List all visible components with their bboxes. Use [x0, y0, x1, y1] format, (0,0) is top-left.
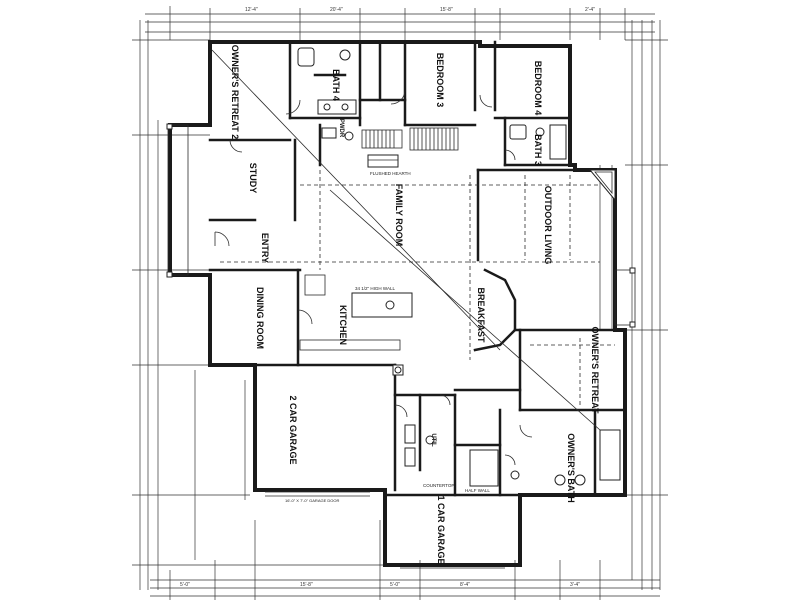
room-kitchen: KITCHEN: [338, 305, 348, 345]
garage-doors: [265, 491, 505, 569]
outdoor-fireplace: [588, 169, 616, 202]
room-1-car-garage: 1 CAR GARAGE: [436, 495, 446, 564]
room-util: UTIL: [430, 433, 436, 447]
dimension-lines: [132, 6, 668, 600]
bottom-dimensions: 5'-0" 15'-8" 5'-0" 8'-4" 3'-4": [180, 582, 580, 588]
dim-top-1: 12'-4": [245, 7, 258, 13]
room-study: STUDY: [248, 163, 258, 194]
dim-bottom-2: 15'-8": [300, 582, 313, 588]
room-owners-retreat-2: OWNER'S RETREAT 2: [230, 45, 240, 139]
dim-top-4: 2'-4": [585, 7, 595, 13]
top-dimensions: 12'-4" 20'-4" 15'-8" 2'-4": [245, 7, 595, 13]
note-garage-door: 16'-0" X 7'-0" GARAGE DOOR: [285, 498, 339, 503]
room-bath-3: BATH 3: [533, 134, 543, 166]
room-owners-retreat: OWNER'S RETREAT: [590, 327, 600, 414]
rear-stoops: [614, 267, 636, 328]
room-2-car-garage: 2 CAR GARAGE: [288, 395, 298, 464]
dim-bottom-3: 5'-0": [390, 582, 400, 588]
room-family: FAMILY ROOM: [394, 184, 404, 247]
kitchen-fixtures: [299, 274, 413, 376]
room-entry: ENTRY: [260, 233, 270, 263]
note-flushed-hearth: FLUSHED HEARTH: [370, 171, 411, 176]
stairs: [361, 127, 459, 151]
note-half-wall: HALF WALL: [465, 488, 490, 493]
room-dining: DINING ROOM: [255, 287, 265, 349]
dim-bottom-1: 5'-0": [180, 582, 190, 588]
bath-fixtures: [297, 47, 621, 487]
note-high-wall: 34 1/2" HIGH WALL: [355, 286, 395, 291]
room-bath-4: BATH 4: [331, 69, 341, 101]
room-breakfast: BREAKFAST: [476, 287, 486, 343]
room-bedroom-3: BEDROOM 3: [435, 53, 445, 108]
dim-top-3: 15'-8": [440, 7, 453, 13]
drawing-notes: FLUSHED HEARTH 34 1/2" HIGH WALL 16'-0" …: [285, 171, 490, 503]
doors: [214, 89, 533, 466]
section-lines: [211, 49, 615, 431]
dim-bottom-4: 8'-4": [460, 582, 470, 588]
fireplace: [367, 154, 399, 168]
interior-walls: [208, 40, 627, 497]
note-countertop: COUNTERTOP: [423, 483, 454, 488]
room-outdoor-living: OUTDOOR LIVING: [543, 186, 553, 265]
dim-top-2: 20'-4": [330, 7, 343, 13]
dim-bottom-5: 3'-4": [570, 582, 580, 588]
room-bedroom-4: BEDROOM 4: [533, 61, 543, 116]
room-labels: OWNER'S RETREAT 2 BATH 4 BEDROOM 3 BEDRO…: [230, 45, 600, 565]
room-powder: PWDR: [338, 119, 344, 138]
room-owners-bath: OWNER'S BATH: [566, 433, 576, 502]
